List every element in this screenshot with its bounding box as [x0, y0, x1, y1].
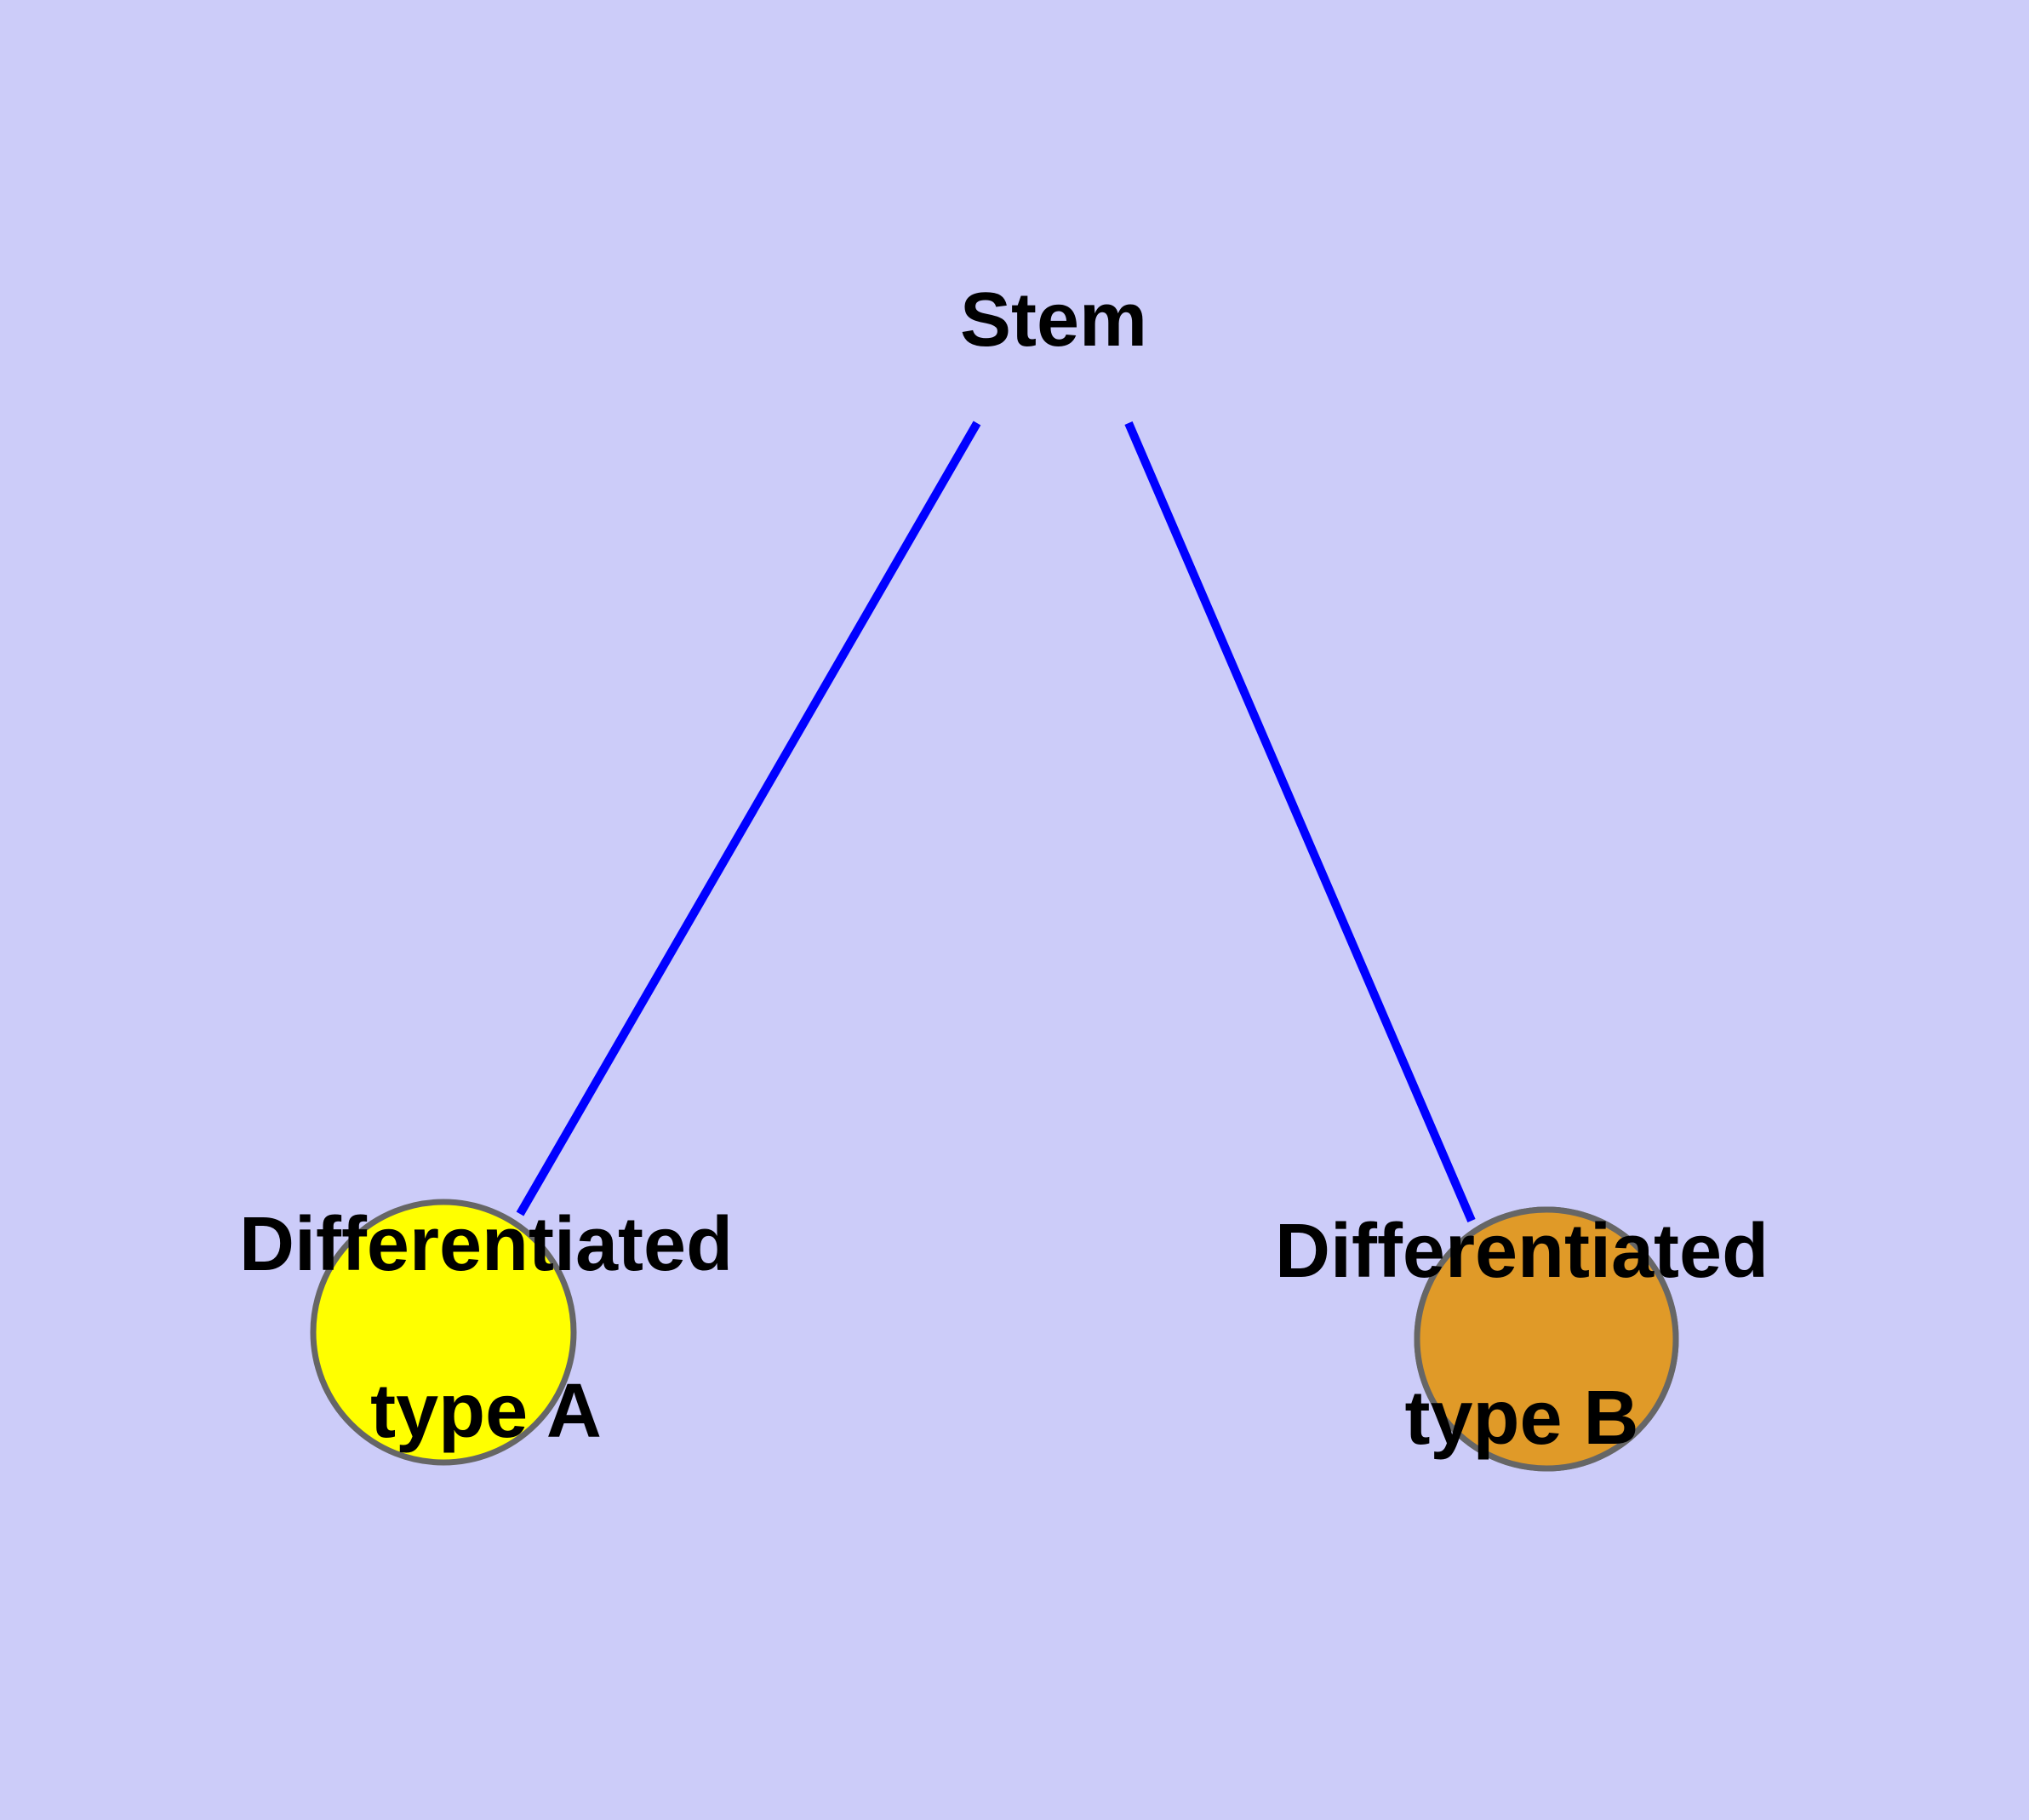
- node-differentiated-type-b[interactable]: [1414, 1206, 1679, 1472]
- node-layer: [310, 1199, 1679, 1472]
- edge-layer: [516, 421, 1476, 1222]
- edge-stem-to-differentiated-type-b[interactable]: [1124, 421, 1476, 1222]
- node-stem[interactable]: [310, 1199, 577, 1466]
- edge-stem-to-differentiated-type-a[interactable]: [516, 421, 981, 1216]
